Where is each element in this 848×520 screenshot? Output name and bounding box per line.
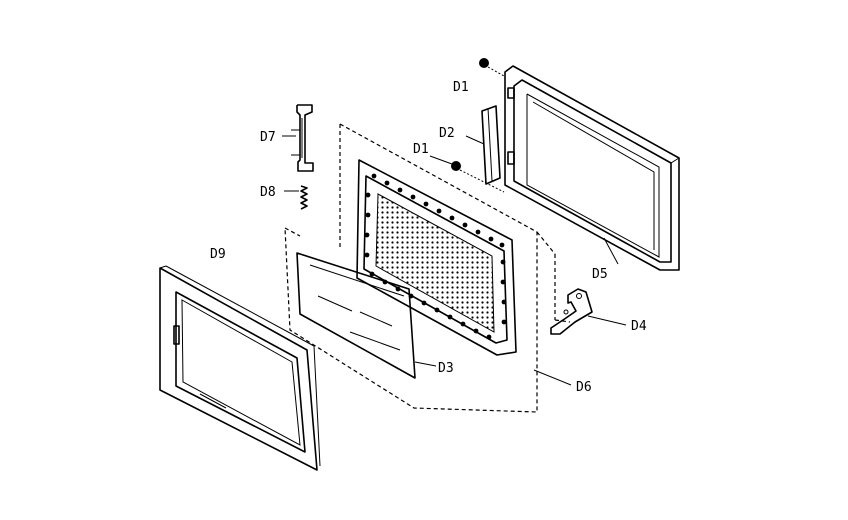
leader-lines bbox=[282, 135, 627, 386]
label-d2: D2 bbox=[439, 126, 455, 141]
label-d1-middle: D1 bbox=[413, 142, 429, 157]
screw-icon bbox=[479, 58, 505, 77]
label-d7: D7 bbox=[260, 130, 276, 145]
label-d6: D6 bbox=[576, 380, 592, 395]
label-d9: D9 bbox=[210, 247, 226, 262]
glass-panel-icon bbox=[296, 252, 416, 379]
label-d3: D3 bbox=[438, 361, 454, 376]
door-screen-icon bbox=[159, 265, 321, 471]
label-d1-top: D1 bbox=[453, 80, 469, 95]
door-frame-icon bbox=[504, 65, 680, 271]
label-d5: D5 bbox=[592, 267, 608, 282]
hinge-icon bbox=[550, 288, 593, 335]
label-d8: D8 bbox=[260, 185, 276, 200]
door-inner-panel-icon bbox=[356, 159, 517, 356]
latch-hook-icon bbox=[291, 104, 314, 172]
spring-icon bbox=[300, 185, 308, 210]
screw-icon bbox=[451, 161, 505, 193]
label-d4: D4 bbox=[631, 319, 647, 334]
choke-plate-icon bbox=[481, 105, 501, 185]
